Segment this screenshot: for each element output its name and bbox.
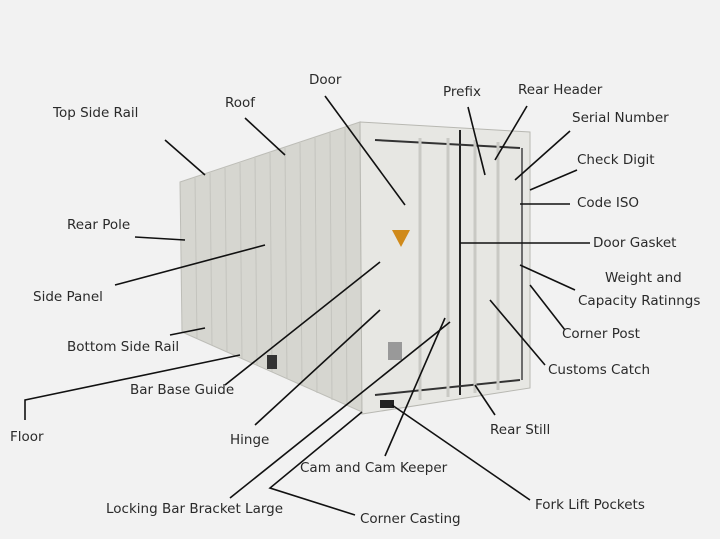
label-roof: Roof xyxy=(225,95,256,111)
label-corner-post: Corner Post xyxy=(562,326,640,342)
label-floor: Floor xyxy=(10,429,44,445)
label-customs-catch: Customs Catch xyxy=(548,362,651,378)
door-plate xyxy=(388,342,402,360)
label-door: Door xyxy=(309,72,342,88)
label-cam-keeper: Cam and Cam Keeper xyxy=(300,460,448,476)
label-prefix: Prefix xyxy=(443,84,481,100)
label-bottom-side-rail: Bottom Side Rail xyxy=(67,339,180,355)
label-corner-casting: Corner Casting xyxy=(360,511,461,527)
label-weight-line2: Capacity Ratinngs xyxy=(578,293,701,309)
label-door-gasket: Door Gasket xyxy=(593,235,677,251)
door-face xyxy=(359,121,531,415)
label-weight-line1: Weight and xyxy=(605,270,682,286)
label-rear-pole: Rear Pole xyxy=(67,217,131,233)
label-hinge: Hinge xyxy=(230,432,270,448)
label-serial-number: Serial Number xyxy=(572,110,669,126)
label-locking-bar-bracket: Locking Bar Bracket Large xyxy=(106,501,284,517)
label-rear-header: Rear Header xyxy=(518,82,603,98)
label-code-iso: Code ISO xyxy=(577,195,640,211)
label-side-panel: Side Panel xyxy=(33,289,103,305)
side-label-box xyxy=(267,355,277,369)
label-rear-still: Rear Still xyxy=(490,422,551,438)
warning-sign-icon xyxy=(392,230,410,247)
label-bar-base-guide: Bar Base Guide xyxy=(130,382,235,398)
label-check-digit: Check Digit xyxy=(577,152,655,168)
leader-lines xyxy=(24,95,590,516)
label-fork-lift-pockets: Fork Lift Pockets xyxy=(535,497,645,513)
label-top-side-rail: Top Side Rail xyxy=(53,105,139,121)
